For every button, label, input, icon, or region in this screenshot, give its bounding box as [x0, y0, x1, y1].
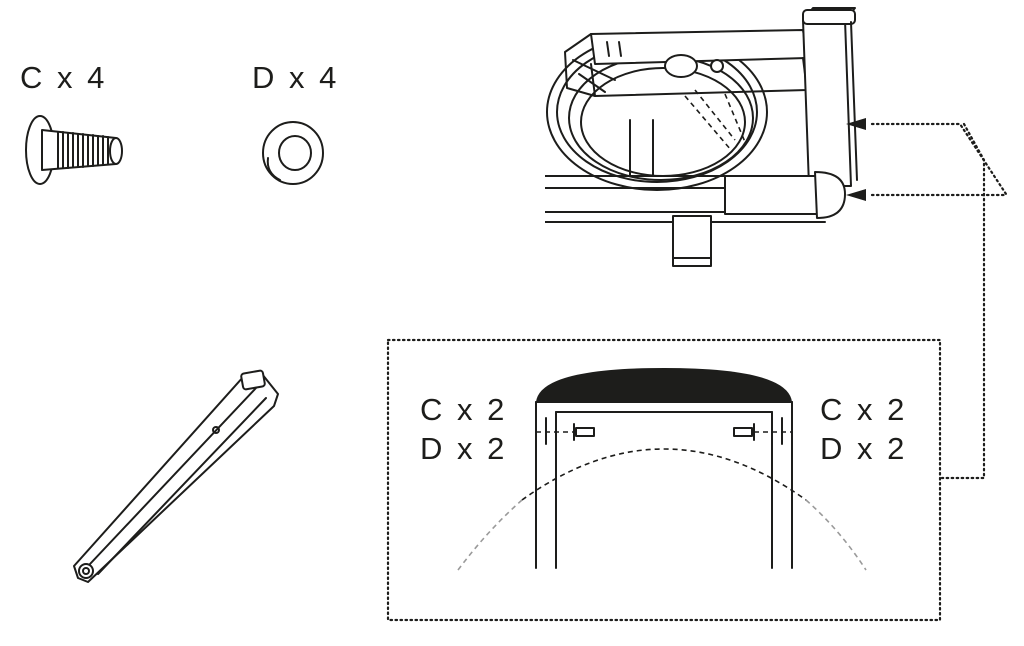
detail-left-c-label: C x 2: [420, 392, 508, 427]
arrow-icon: [846, 118, 866, 130]
arrow-icon: [846, 189, 866, 201]
detail-frame: [386, 338, 942, 622]
bolt-icon: [25, 115, 123, 185]
part-c-label: C x 4: [20, 60, 108, 95]
detail-right-d-label: D x 2: [820, 431, 908, 466]
detail-right-c-label: C x 2: [820, 392, 908, 427]
frame-icon: [545, 7, 858, 267]
part-d-label: D x 4: [252, 60, 340, 95]
upright-detail: [457, 368, 867, 571]
detail-left-d-label: D x 2: [420, 431, 508, 466]
washer-icon: [262, 121, 324, 185]
support-arm-icon: [73, 369, 279, 583]
